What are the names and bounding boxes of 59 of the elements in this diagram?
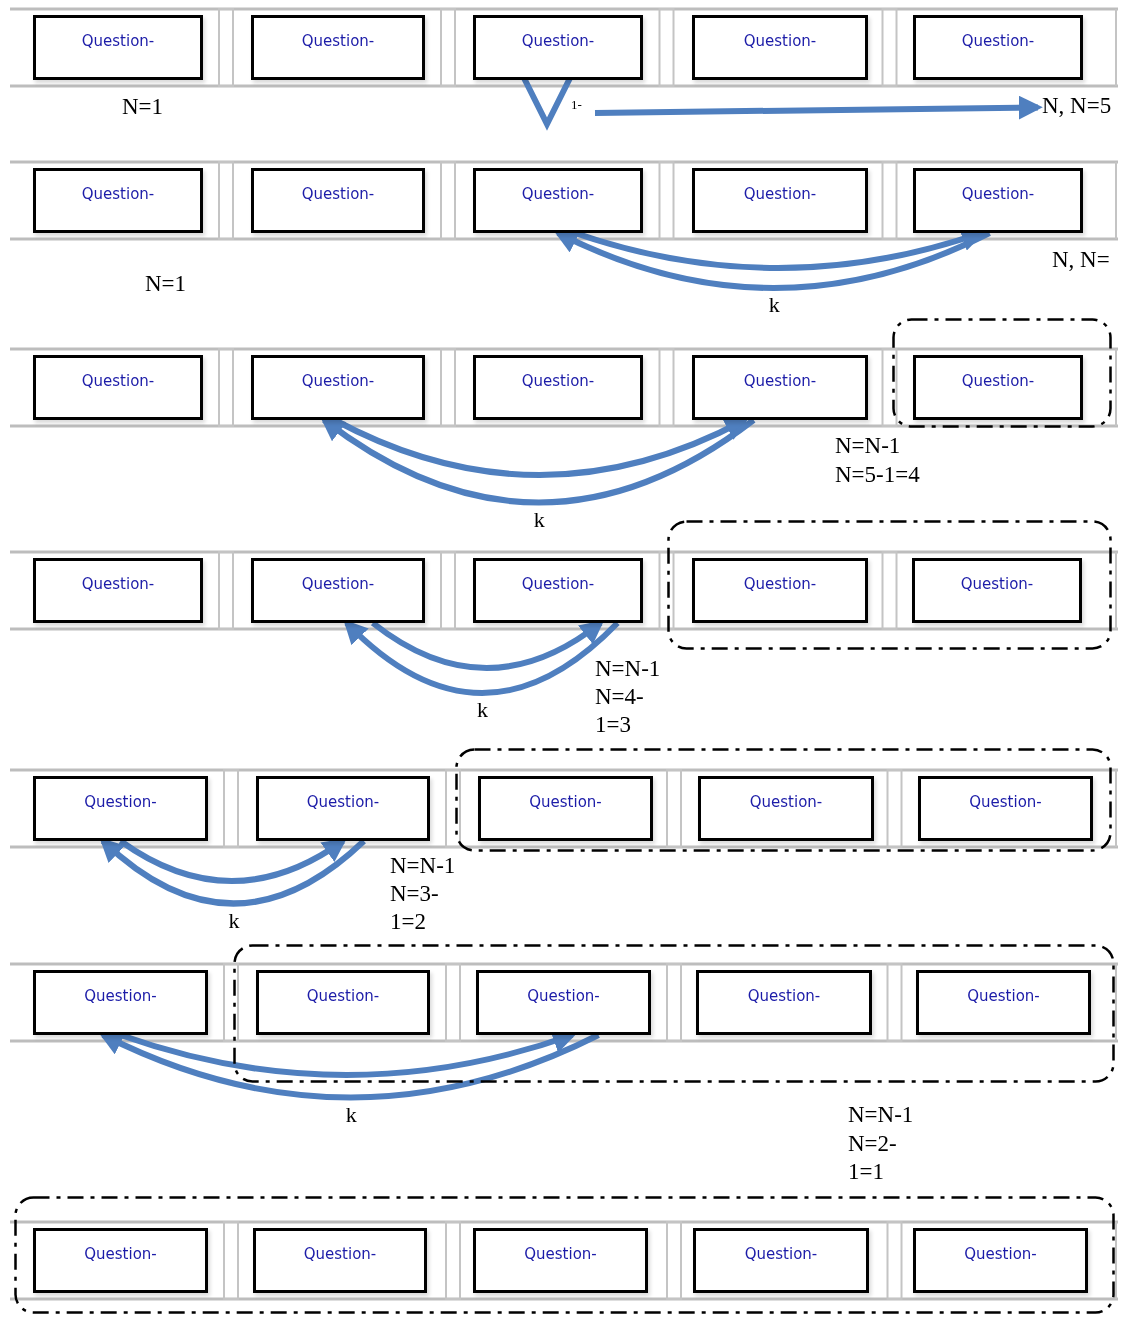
question-box: Question-	[251, 558, 425, 623]
formula-text: N=1	[145, 270, 187, 298]
formula-text: N=5-1=4	[835, 461, 920, 489]
formula-text: N, N=	[1052, 246, 1110, 274]
question-box: Question-	[33, 776, 208, 841]
question-box: Question-	[913, 355, 1083, 420]
question-box: Question-	[33, 558, 203, 623]
curved-arrow	[98, 1032, 600, 1101]
question-box: Question-	[913, 15, 1083, 80]
dashed-region	[233, 944, 1115, 1083]
question-box: Question-	[33, 168, 203, 233]
question-box: Question-	[692, 15, 868, 80]
question-box: Question-	[251, 168, 425, 233]
formula-text: N=N-1	[835, 432, 901, 460]
question-box: Question-	[473, 168, 643, 233]
dashed-region	[14, 1196, 1115, 1314]
curved-arrow	[320, 417, 756, 506]
curved-arrow	[371, 620, 605, 671]
question-box: Question-	[916, 970, 1091, 1035]
dashed-region	[455, 748, 1112, 852]
formula-text: N=N-1	[595, 655, 661, 683]
formula-text: N=N-1	[390, 852, 456, 880]
question-box: Question-	[473, 1228, 648, 1293]
question-box: Question-	[478, 776, 653, 841]
question-box: Question-	[692, 355, 868, 420]
question-box: Question-	[913, 1228, 1088, 1293]
dashed-region	[667, 520, 1112, 650]
question-box: Question-	[33, 970, 208, 1035]
question-box: Question-	[256, 776, 430, 841]
question-box: Question-	[476, 970, 651, 1035]
formula-text: N=N-1	[848, 1101, 914, 1129]
curved-arrow	[594, 95, 1043, 120]
question-box: Question-	[473, 558, 643, 623]
question-box: Question-	[693, 1228, 869, 1293]
question-box: Question-	[696, 970, 872, 1035]
question-box: Question-	[692, 558, 868, 623]
question-box: Question-	[698, 776, 874, 841]
question-box: Question-	[33, 355, 203, 420]
question-box: Question-	[473, 355, 643, 420]
formula-text: N=4-1=3	[595, 683, 645, 739]
question-box: Question-	[251, 355, 425, 420]
dashed-region	[892, 318, 1112, 428]
question-box: Question-	[33, 15, 203, 80]
question-box: Question-	[253, 1228, 427, 1293]
formula-text: N=3-1=2	[390, 880, 440, 936]
question-box: Question-	[692, 168, 868, 233]
question-box: Question-	[251, 15, 425, 80]
question-box: Question-	[918, 776, 1093, 841]
curved-arrow	[553, 230, 991, 291]
question-box: Question-	[913, 168, 1083, 233]
question-box: Question-	[256, 970, 430, 1035]
result-text: N, N=5	[1042, 92, 1112, 120]
formula-text: N=2-1=1	[848, 1130, 898, 1186]
formula-text: N=1	[122, 93, 164, 121]
question-box: Question-	[33, 1228, 208, 1293]
formula-text: 1-	[571, 98, 582, 112]
question-box: Question-	[473, 15, 643, 80]
curved-arrow	[118, 838, 347, 884]
question-box: Question-	[912, 558, 1082, 623]
